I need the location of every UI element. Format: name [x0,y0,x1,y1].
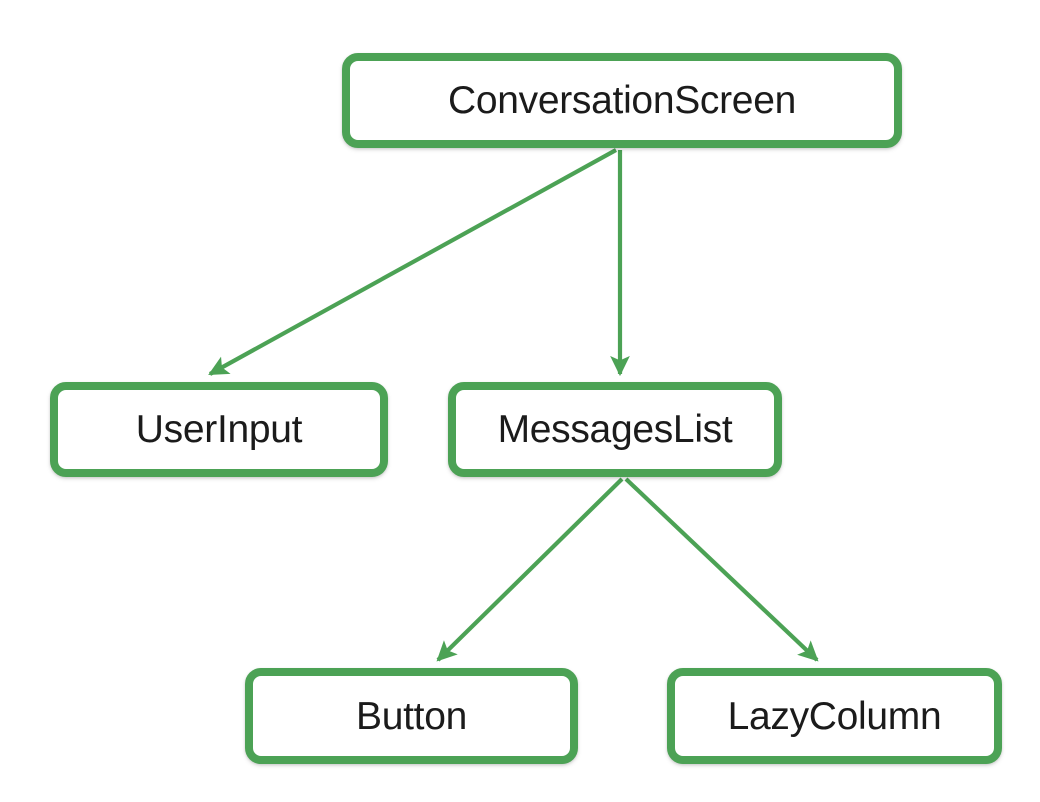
edge-messageslist-lazycolumn [624,477,819,662]
node-lazycolumn[interactable]: LazyColumn [667,668,1002,764]
node-messageslist[interactable]: MessagesList [448,382,782,477]
edge-conversationscreen-userinput [208,148,618,376]
node-label: UserInput [135,408,303,451]
node-label: ConversationScreen [448,79,796,122]
node-button[interactable]: Button [245,668,578,764]
node-label: LazyColumn [727,694,942,738]
node-conversationscreen[interactable]: ConversationScreen [342,53,902,148]
node-label: Button [356,694,467,738]
node-label: MessagesList [497,408,733,451]
edge-messageslist-button [436,477,624,662]
node-userinput[interactable]: UserInput [50,382,388,477]
